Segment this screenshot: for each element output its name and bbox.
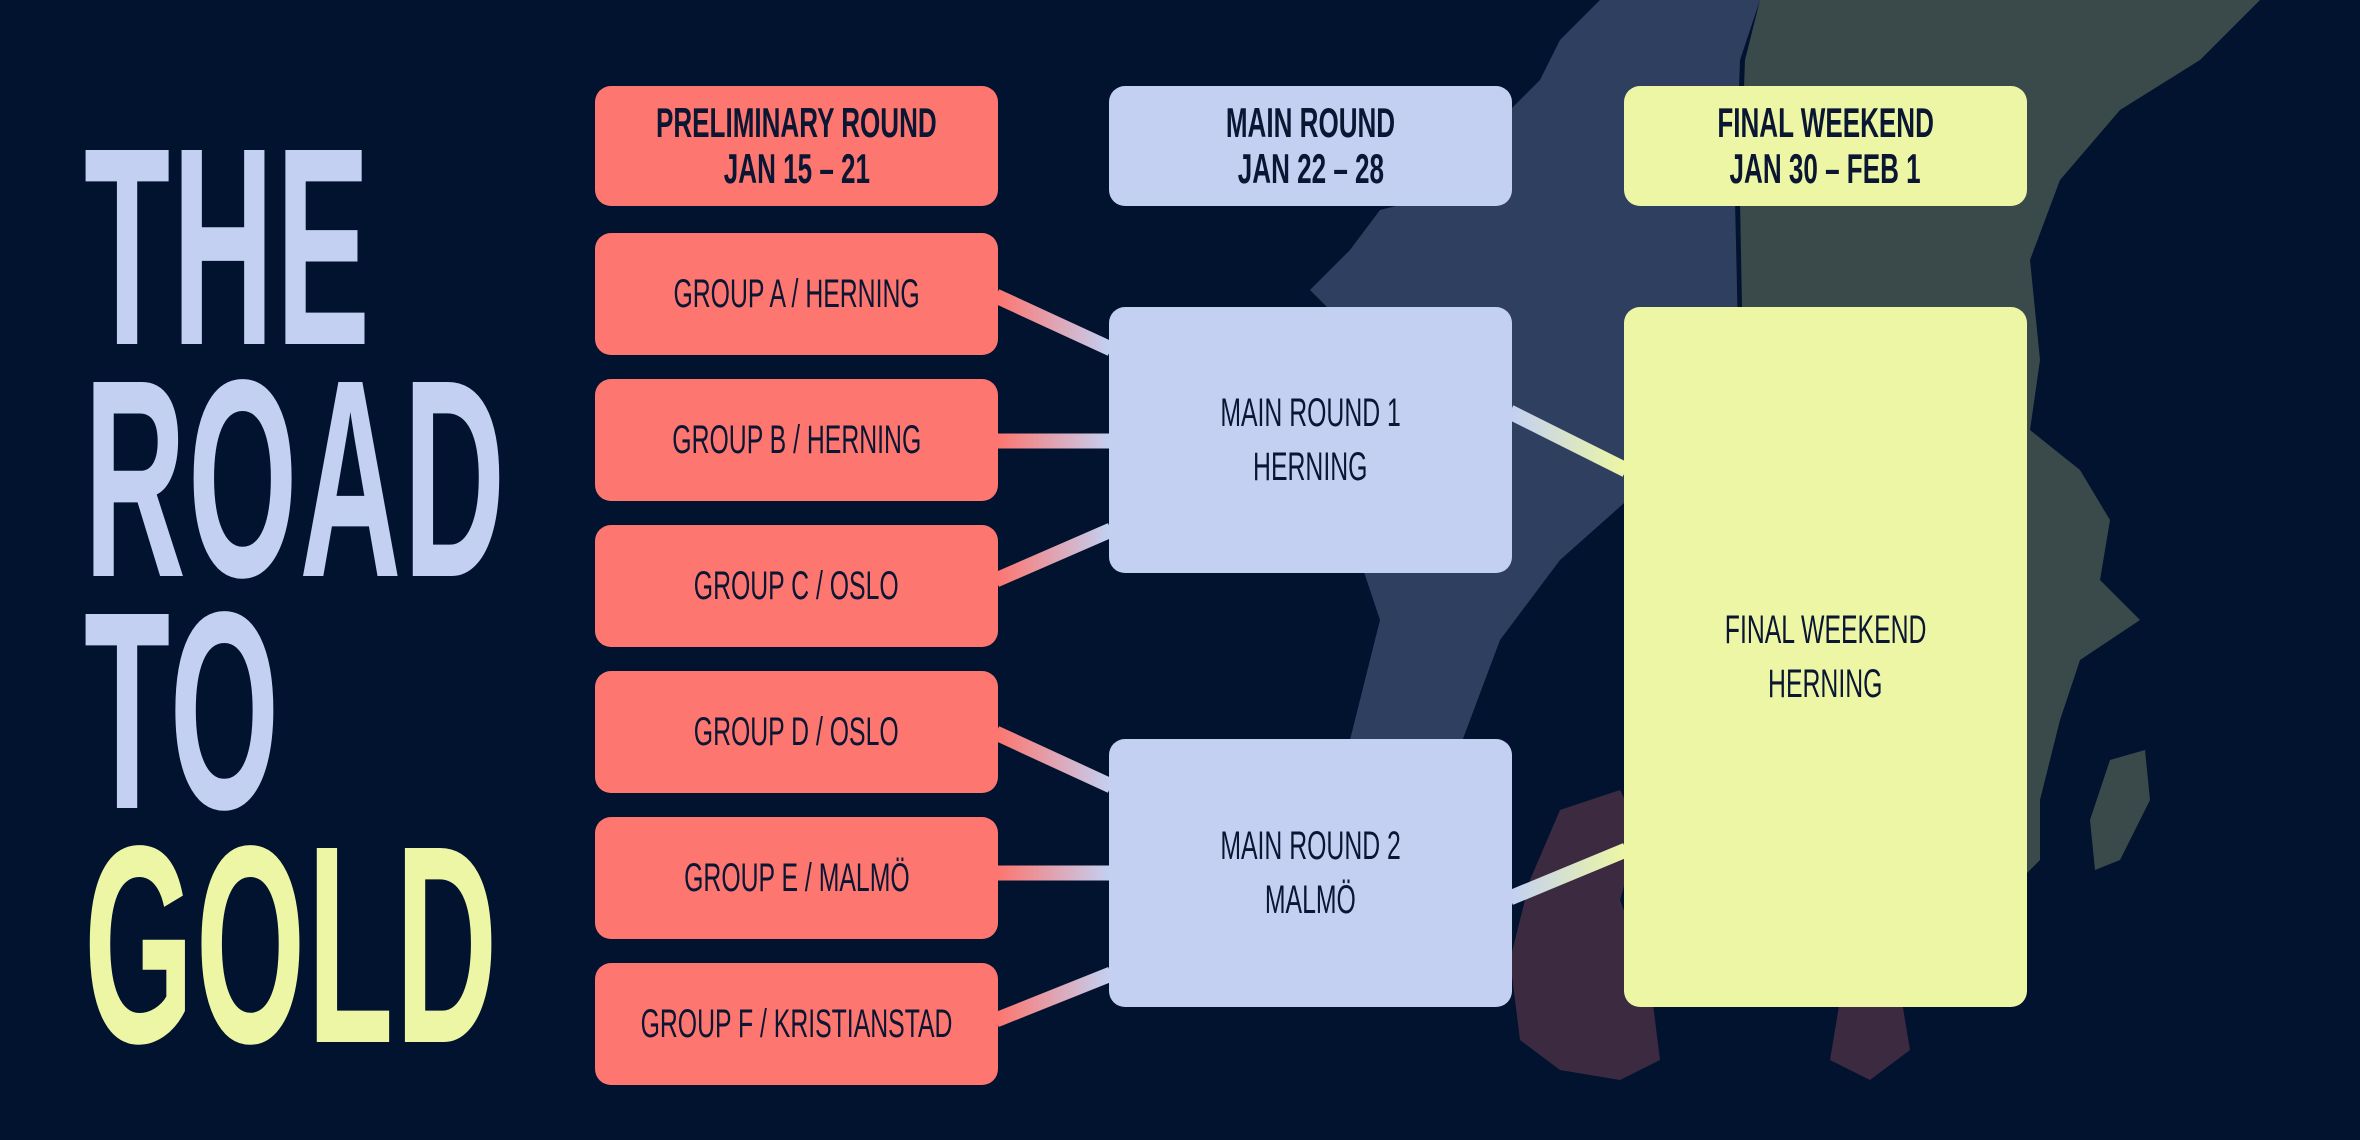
group-box-d: GROUP D / OSLO xyxy=(595,671,998,793)
connector-group-c xyxy=(993,523,1114,587)
header-dates: JAN 15 – 21 xyxy=(723,145,870,192)
main-round-name: MAIN ROUND 1 xyxy=(1220,391,1401,435)
main-round-city: HERNING xyxy=(1253,445,1368,489)
header-name: MAIN ROUND xyxy=(1225,99,1396,146)
title-line-gold: GOLD xyxy=(84,787,500,1102)
connector-group-d xyxy=(992,726,1115,793)
group-label: GROUP B / HERNING xyxy=(672,418,921,462)
map-gotland xyxy=(2090,750,2150,870)
header-dates: JAN 22 – 28 xyxy=(1237,145,1384,192)
title-line-road: ROAD xyxy=(84,321,508,636)
connector-group-f xyxy=(993,967,1114,1027)
header-preliminary-round: PRELIMINARY ROUND JAN 15 – 21 xyxy=(595,86,998,206)
header-final-weekend: FINAL WEEKEND JAN 30 – FEB 1 xyxy=(1624,86,2027,206)
final-city: HERNING xyxy=(1768,662,1883,706)
final-weekend-box: FINAL WEEKEND HERNING xyxy=(1624,307,2027,1007)
connector-main-round-2 xyxy=(1507,843,1629,905)
main-round-2-box: MAIN ROUND 2 MALMÖ xyxy=(1109,739,1512,1007)
group-label: GROUP A / HERNING xyxy=(673,272,920,316)
main-round-name: MAIN ROUND 2 xyxy=(1220,824,1401,868)
connector-group-a xyxy=(992,289,1115,356)
header-name: PRELIMINARY ROUND xyxy=(656,99,937,146)
group-label: GROUP D / OSLO xyxy=(694,710,899,754)
connector-main-round-1 xyxy=(1506,405,1630,477)
header-name: FINAL WEEKEND xyxy=(1717,99,1934,146)
main-round-city: MALMÖ xyxy=(1265,878,1356,922)
header-dates: JAN 30 – FEB 1 xyxy=(1729,145,1922,192)
group-box-b: GROUP B / HERNING xyxy=(595,379,998,501)
group-label: GROUP C / OSLO xyxy=(694,564,899,608)
group-box-c: GROUP C / OSLO xyxy=(595,525,998,647)
group-label: GROUP E / MALMÖ xyxy=(683,856,910,900)
header-main-round: MAIN ROUND JAN 22 – 28 xyxy=(1109,86,1512,206)
final-name: FINAL WEEKEND xyxy=(1724,608,1927,652)
group-box-a: GROUP A / HERNING xyxy=(595,233,998,355)
main-round-1-box: MAIN ROUND 1 HERNING xyxy=(1109,307,1512,573)
title-line-the: THE xyxy=(84,89,372,404)
map-zealand xyxy=(1830,990,1910,1080)
title-line-to: TO xyxy=(84,553,282,868)
map-denmark xyxy=(1510,790,1660,1080)
group-label: GROUP F / KRISTIANSTAD xyxy=(640,1002,953,1046)
group-box-f: GROUP F / KRISTIANSTAD xyxy=(595,963,998,1085)
group-box-e: GROUP E / MALMÖ xyxy=(595,817,998,939)
map-norway xyxy=(1310,0,1760,900)
